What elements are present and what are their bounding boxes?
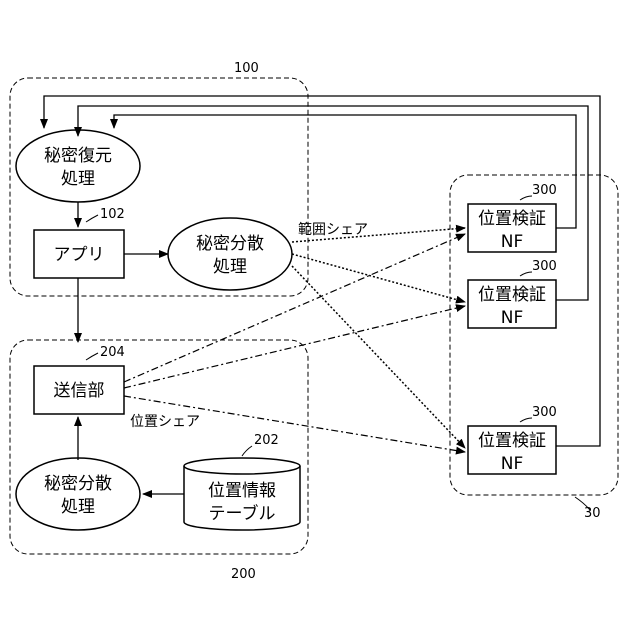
verifier-1-line2: NF	[501, 232, 524, 252]
return-line-verifier-3	[44, 96, 600, 446]
verifier-3-ref: 300	[532, 405, 557, 420]
position-share-label: 位置シェア	[130, 414, 200, 430]
device-100-label: 100	[234, 61, 259, 76]
location-table-line2: テーブル	[209, 503, 276, 524]
verifier-2-ref: 300	[532, 259, 557, 274]
location-table-top	[184, 458, 300, 474]
secret-share-bottom-line2: 処理	[61, 497, 95, 517]
secret-restore-line2: 処理	[61, 169, 95, 189]
transmitter-label: 送信部	[54, 381, 105, 401]
position-share-to-verifier-1	[124, 234, 465, 382]
verifier-1-ref-leader	[520, 196, 532, 200]
secret-restore-line1: 秘密復元	[44, 146, 112, 166]
verifier-2-line2: NF	[501, 308, 524, 328]
group-30-label: 30	[584, 506, 601, 521]
transmitter-ref: 204	[100, 345, 125, 360]
location-table-line1: 位置情報	[208, 481, 276, 501]
app-ref: 102	[100, 207, 125, 222]
secret-share-top-node	[168, 218, 292, 290]
position-share-to-verifier-2	[124, 306, 465, 388]
secret-share-top-line1: 秘密分散	[196, 234, 264, 254]
app-ref-leader	[86, 215, 98, 222]
secret-restore-node	[16, 130, 140, 202]
verifier-2-line1: 位置検証	[478, 285, 546, 305]
location-table-ref-leader	[242, 446, 252, 456]
secret-share-top-line2: 処理	[213, 257, 247, 277]
verifier-3-line1: 位置検証	[478, 431, 546, 451]
verifier-3-line2: NF	[501, 454, 524, 474]
range-share-label: 範囲シェア	[298, 221, 368, 238]
secret-share-bottom-line1: 秘密分散	[44, 474, 112, 494]
verifier-1-line1: 位置検証	[478, 209, 546, 229]
range-share-to-verifier-2	[292, 254, 465, 302]
verifier-2-ref-leader	[520, 272, 532, 276]
secret-share-bottom-node	[16, 458, 140, 530]
app-label: アプリ	[54, 245, 105, 265]
verifier-3-ref-leader	[520, 418, 532, 422]
return-line-verifier-2	[78, 106, 588, 300]
device-200-label: 200	[231, 567, 256, 582]
verifier-1-ref: 300	[532, 183, 557, 198]
group-30-leader	[575, 497, 590, 510]
location-table-ref: 202	[254, 433, 279, 448]
transmitter-ref-leader	[86, 353, 98, 360]
range-share-to-verifier-3	[292, 266, 465, 448]
